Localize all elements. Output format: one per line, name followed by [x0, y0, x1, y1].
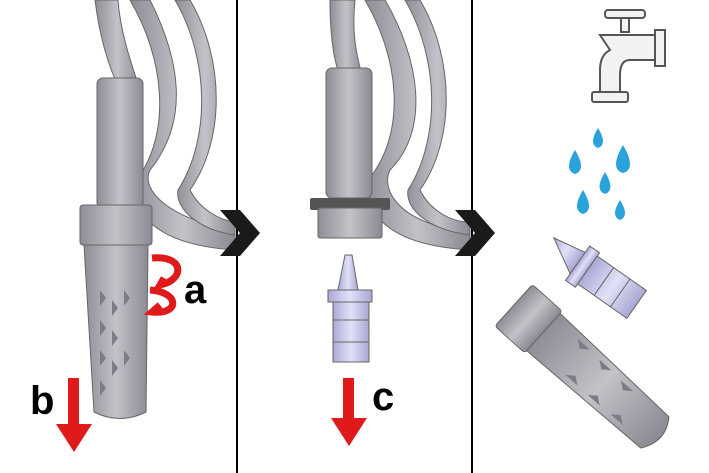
next-step-chevron-1-icon [220, 210, 260, 256]
panel-1-hose [94, 0, 236, 251]
next-step-chevron-2-icon [455, 210, 495, 256]
step-label-a: a [184, 268, 207, 312]
panel-2-hose [329, 0, 471, 251]
pull-down-arrow-b-icon [56, 378, 92, 452]
step-label-b: b [30, 379, 54, 423]
panel-3-filter-insert [552, 236, 648, 320]
panel-1-filter-assembly [79, 77, 153, 419]
pull-down-arrow-c-icon [331, 378, 367, 446]
panel-2-hose-connector [310, 67, 390, 239]
water-tap-icon [591, 9, 666, 103]
water-drops-icon [569, 128, 630, 220]
rotate-arrow-icon [143, 254, 182, 316]
panel-3-filter-housing [495, 285, 670, 449]
step-label-c: c [372, 375, 394, 419]
panel-2-filter-insert [327, 254, 373, 363]
